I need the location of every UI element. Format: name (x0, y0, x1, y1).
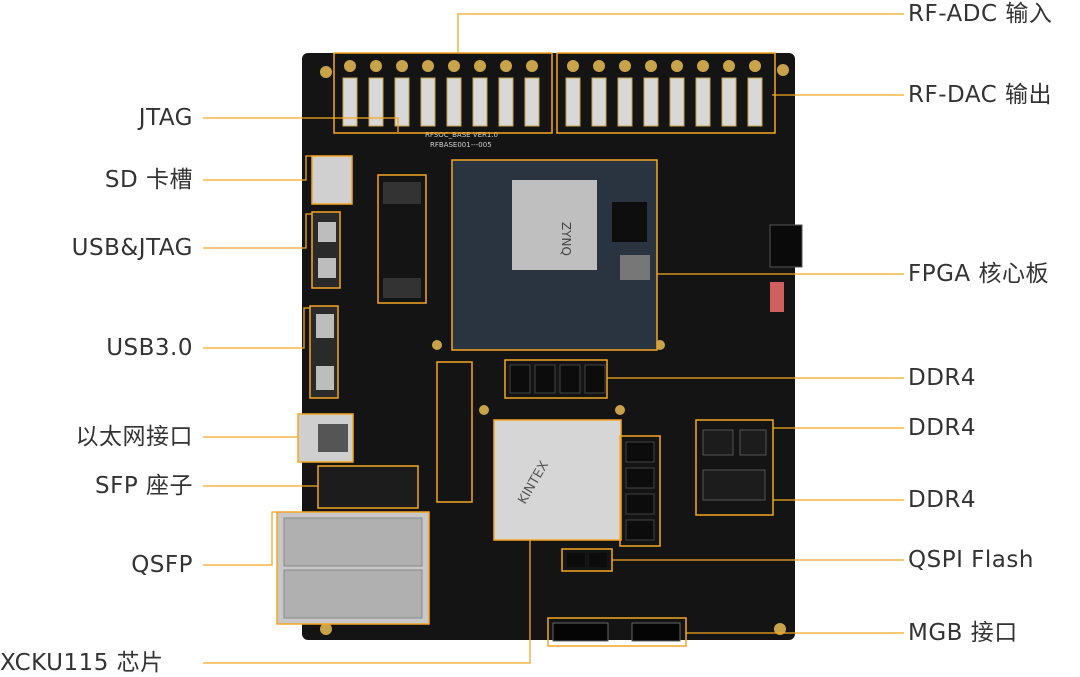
rf-dac-connector (697, 60, 709, 72)
label-jtag: JTAG (138, 105, 193, 131)
rf-adc-trace (446, 77, 462, 127)
jtag-header-box (377, 174, 427, 304)
label-rf-dac: RF-DAC 输出 (908, 82, 1053, 108)
rf-dac-trace (643, 77, 659, 127)
rf-adc-trace (472, 77, 488, 127)
rf-dac-connector (645, 60, 657, 72)
zynq-chip (512, 180, 597, 270)
rf-adc-connector (526, 60, 538, 72)
rf-dac-trace (747, 77, 763, 127)
rf-adc-connector (448, 60, 460, 72)
power-connector (769, 224, 803, 268)
label-mgb: MGB 接口 (908, 620, 1018, 646)
sd-card-slot (311, 155, 353, 205)
label-fpga-core: FPGA 核心板 (908, 261, 1049, 287)
label-ethernet: 以太网接口 (75, 424, 193, 450)
ddr4-chips-top (509, 364, 606, 394)
label-usb3: USB3.0 (106, 335, 193, 361)
label-xcku115: XCKU115 芯片 (0, 650, 164, 676)
kintex-chip (493, 419, 622, 541)
board-serial: RFBASE001---005 (430, 141, 492, 149)
zynq-text: ZYNQ (559, 222, 573, 256)
rf-dac-trace (591, 77, 607, 127)
ddr4-group-top (504, 359, 608, 399)
rf-adc-connector (474, 60, 486, 72)
dip-switch (770, 282, 784, 312)
rf-connectors (342, 60, 763, 127)
rf-dac-connector (567, 60, 579, 72)
sfp-cage (317, 465, 419, 509)
rf-adc-connector (370, 60, 382, 72)
rf-adc-trace (394, 77, 410, 127)
core-crystal (620, 255, 650, 280)
ddr4-group-left (436, 361, 473, 503)
rf-dac-connector (671, 60, 683, 72)
ddr4-group-right (619, 435, 661, 547)
label-usb-jtag: USB&JTAG (71, 235, 193, 261)
label-qsfp: QSFP (131, 552, 193, 578)
right-leader-lines (457, 13, 904, 634)
rf-adc-box (333, 52, 553, 134)
label-rf-adc: RF-ADC 输入 (908, 1, 1053, 27)
rf-dac-connector (723, 60, 735, 72)
core-ic (612, 202, 647, 242)
rf-dac-trace (617, 77, 633, 127)
mgb-connector-box (547, 617, 687, 647)
rf-adc-trace (524, 77, 540, 127)
rf-dac-connector (619, 60, 631, 72)
rf-dac-trace (721, 77, 737, 127)
board-name: RFSOC_BASE VER1.0 (425, 131, 498, 139)
label-sd-card-slot: SD 卡槽 (104, 167, 193, 193)
rf-adc-trace (420, 77, 436, 127)
rf-dac-trace (695, 77, 711, 127)
rf-adc-connector (422, 60, 434, 72)
rf-adc-trace (498, 77, 514, 127)
rf-adc-connector (344, 60, 356, 72)
rf-adc-connector (396, 60, 408, 72)
label-ddr4-3: DDR4 (908, 487, 977, 513)
rf-dac-connector (593, 60, 605, 72)
ddr4-chips-right (625, 441, 655, 541)
rf-adc-trace (342, 77, 358, 127)
rf-adc-connector (500, 60, 512, 72)
rf-dac-connector (749, 60, 761, 72)
rf-dac-trace (669, 77, 685, 127)
left-leader-lines (203, 117, 531, 664)
rf-adc-trace (368, 77, 384, 127)
ddr4-group-far-right (695, 419, 774, 516)
rf-dac-trace (565, 77, 581, 127)
rf-dac-box (556, 52, 776, 134)
ddr4-chips-far-right (702, 429, 767, 501)
label-qspi-flash: QSPI Flash (908, 547, 1034, 573)
label-sfp: SFP 座子 (94, 473, 193, 499)
label-ddr4-1: DDR4 (908, 365, 977, 391)
label-ddr4-2: DDR4 (908, 415, 977, 441)
